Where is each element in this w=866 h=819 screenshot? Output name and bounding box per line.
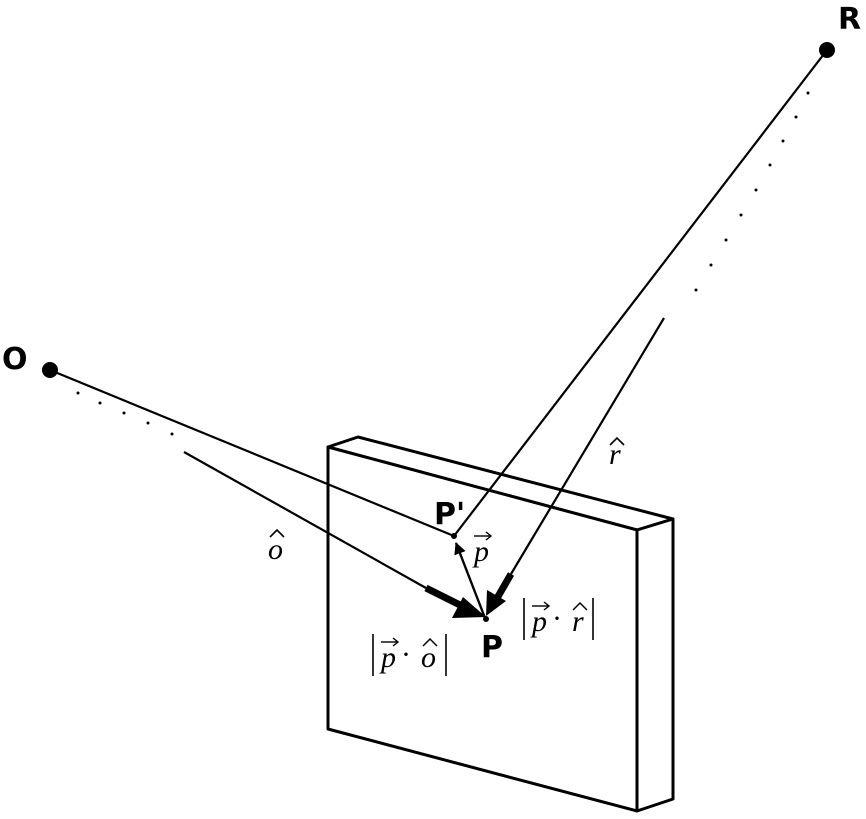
dotted-guide-o [76, 391, 174, 436]
label-r: R [838, 2, 861, 37]
expression-p-dot-o: p · o [372, 634, 447, 676]
r-hat-arrow-thick [492, 572, 515, 602]
r-hat-arrowhead [486, 590, 506, 616]
r-hat-caret [609, 436, 625, 446]
o-hat-caret [269, 528, 285, 538]
svg-text:r: r [572, 605, 584, 638]
o-hat-arrow-shaft [183, 451, 427, 589]
o-hat-arrowhead [452, 597, 486, 618]
line-o-to-p-prime [49, 368, 455, 538]
svg-text:r: r [609, 438, 621, 471]
svg-text:p: p [379, 641, 396, 674]
svg-text:p: p [472, 535, 489, 568]
point-p-prime-dot [451, 533, 457, 539]
slab-side-face [635, 517, 675, 813]
dotted-guide-r [694, 91, 810, 292]
line-r-to-p-prime [453, 49, 828, 537]
p-vector-arrow-glyph [485, 531, 493, 541]
r-hat-arrow-shaft [510, 317, 665, 575]
point-o-dot [42, 362, 58, 378]
p-vector-label: p [472, 531, 493, 568]
point-r-dot [819, 42, 835, 58]
slab-front-face [326, 445, 639, 813]
label-p-prime: P' [434, 497, 465, 532]
point-p-dot [483, 616, 489, 622]
label-o: O [2, 342, 28, 377]
r-hat-label: r [609, 436, 625, 471]
p-vector-arrow [454, 542, 487, 619]
svg-text:o: o [268, 533, 283, 566]
svg-text:·: · [401, 638, 411, 671]
o-hat-label: o [268, 528, 285, 566]
label-p: P [481, 630, 503, 665]
slab [326, 435, 675, 813]
svg-text:·: · [552, 602, 562, 635]
svg-text:o: o [421, 641, 436, 674]
svg-text:p: p [530, 605, 547, 638]
expression-p-dot-r: p · r [523, 598, 594, 640]
